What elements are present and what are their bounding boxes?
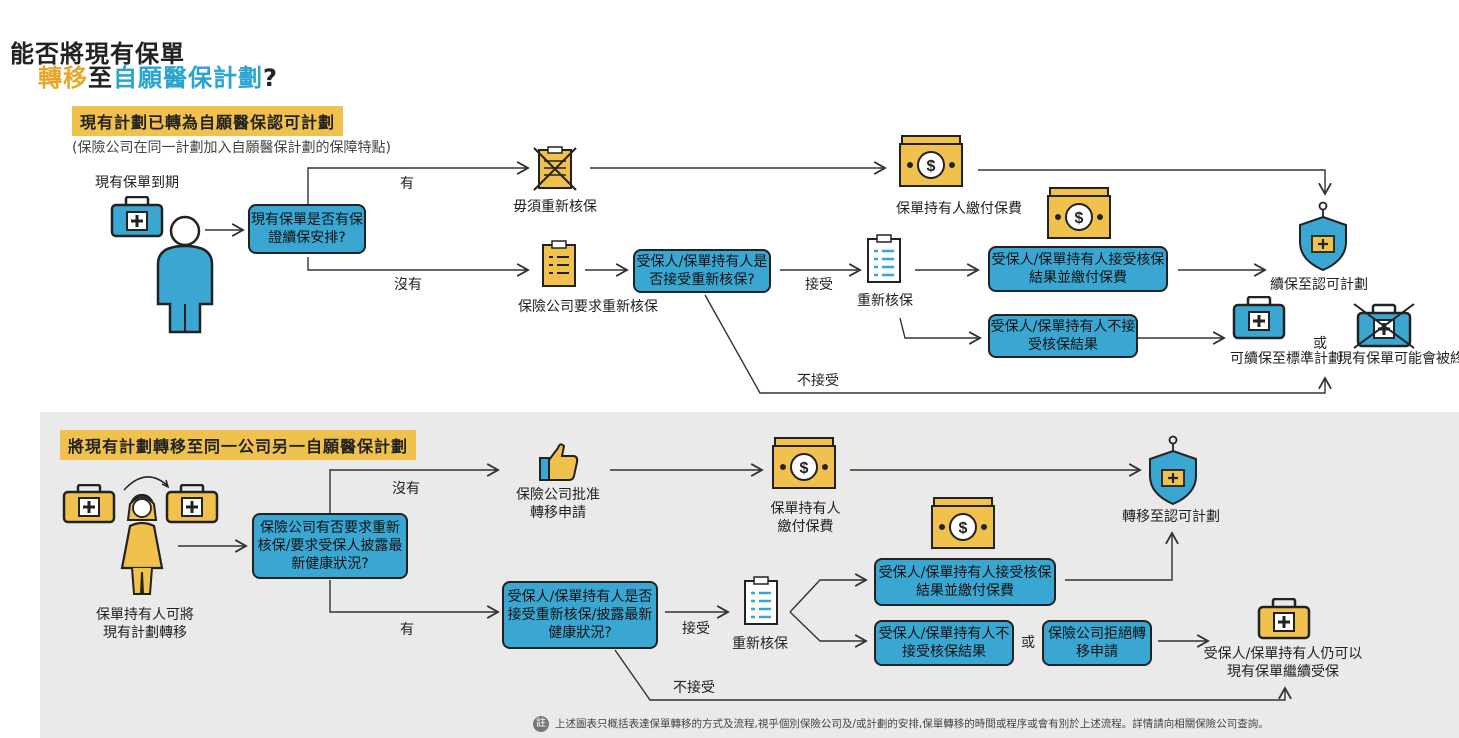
- s2-accept-question-box: 受保人/保單持有人是否接受重新核保/披露最新健康狀況?: [502, 581, 658, 649]
- s2-question-box: 保險公司有否要求重新核保/要求受保人披露最新健康狀況?: [252, 513, 408, 579]
- s1-may-terminate-label: 現有保單可能會被終止: [1338, 351, 1459, 367]
- s2-accept-label: 接受: [682, 621, 710, 637]
- note-icon: 註: [533, 716, 549, 732]
- s1-accept-label: 接受: [805, 277, 833, 293]
- title-transfer: 轉移: [38, 64, 88, 92]
- page-title-line2: 轉移至自願醫保計劃?: [38, 58, 278, 93]
- s1-no-underwriting-label: 毋須重新核保: [513, 199, 597, 215]
- s2-accept-result-box: 受保人/保單持有人接受核保結果並繳付保費: [874, 558, 1056, 606]
- page-title-line1: 能否將現有保單: [10, 40, 185, 68]
- svg-text:$: $: [927, 158, 936, 175]
- title-vhis: 自願醫保計劃: [113, 64, 263, 92]
- transfer-arrow-icon: [123, 476, 170, 491]
- money-icon-3: $: [772, 437, 836, 489]
- s1-start-label: 現有保單到期: [95, 175, 179, 191]
- clipboard-icon-3: [744, 576, 778, 625]
- no-clipboard-icon: [533, 146, 577, 191]
- section1-header: 現有計劃已轉為自願醫保認可計劃: [72, 106, 344, 136]
- s1-yes-label: 有: [400, 176, 414, 192]
- section1-subtitle: (保險公司在同一計劃加入自願醫保計劃的保障特點): [72, 140, 391, 156]
- s1-question-box: 現有保單是否有保證續保安排?: [248, 204, 366, 254]
- s2-transfer-certified-label: 轉移至認可計劃: [1122, 509, 1220, 525]
- s2-or-label: 或: [1021, 635, 1035, 651]
- s2-no-label: 沒有: [392, 481, 420, 497]
- person-icon: [156, 215, 214, 334]
- medical-kit-icon-2: [1232, 296, 1286, 340]
- s2-insurer-approves-label: 保險公司批准轉移申請: [516, 487, 600, 521]
- s1-renew-certified-label: 續保至認可計劃: [1270, 277, 1368, 293]
- s1-no-label: 沒有: [394, 277, 422, 293]
- medical-kit-icon-yellow: [62, 484, 116, 524]
- thumbs-up-icon: [539, 443, 579, 481]
- medical-kit-icon-yellow-3: [1257, 598, 1311, 640]
- s2-reject-result-box: 受保人/保單持有人不接受核保結果: [874, 620, 1014, 666]
- shield-icon-2: [1149, 435, 1197, 506]
- s1-re-underwrite-label: 重新核保: [857, 293, 913, 309]
- s1-insurer-requires-label: 保險公司要求重新核保: [518, 299, 658, 315]
- section2-header: 將現有計劃轉移至同一公司另一自願醫保計劃: [60, 430, 417, 460]
- s1-accept-question-box: 受保人/保單持有人是否接受重新核保?: [633, 249, 771, 293]
- s2-yes-label: 有: [400, 622, 414, 638]
- medical-kit-icon: [110, 196, 164, 238]
- money-icon-4: $: [931, 497, 995, 549]
- s1-or-label: 或: [1313, 336, 1327, 352]
- s1-pay-premium-label: 保單持有人繳付保費: [896, 201, 1022, 217]
- money-icon-2: $: [1047, 187, 1111, 239]
- terminated-kit-icon: [1353, 303, 1415, 349]
- s2-insurer-rejects-box: 保險公司拒絕轉移申請: [1042, 620, 1152, 666]
- title-to: 至: [88, 64, 113, 92]
- money-icon: $: [899, 135, 963, 187]
- svg-text:$: $: [1075, 210, 1084, 227]
- s1-accept-result-box: 受保人/保單持有人接受核保結果並繳付保費: [988, 246, 1168, 292]
- clipboard-icon: [542, 240, 576, 287]
- svg-text:$: $: [800, 460, 809, 477]
- s1-not-accept-label: 不接受: [797, 373, 839, 389]
- s1-renew-standard-label: 可續保至標準計劃: [1230, 351, 1342, 367]
- footnote: 註上述圖表只概括表達保單轉移的方式及流程,視乎個別保險公司及/或計劃的安排,保單…: [533, 716, 1269, 732]
- s2-continue-existing-label: 受保人/保單持有人仍可以現有保單繼續受保: [1203, 646, 1363, 680]
- clipboard-icon-2: [867, 234, 901, 283]
- shield-icon: [1299, 201, 1347, 272]
- footnote-text: 上述圖表只概括表達保單轉移的方式及流程,視乎個別保險公司及/或計劃的安排,保單轉…: [555, 718, 1269, 730]
- title-question-mark: ?: [263, 64, 278, 92]
- s1-reject-result-box: 受保人/保單持有人不接受核保結果: [988, 314, 1138, 358]
- s2-re-underwrite-label: 重新核保: [732, 636, 788, 652]
- s2-pay-premium-label: 保單持有人繳付保費: [770, 501, 841, 535]
- policyholder-icon: [120, 493, 164, 595]
- s2-start-label: 保單持有人可將現有計劃轉移: [96, 607, 194, 641]
- svg-text:$: $: [959, 520, 968, 537]
- s2-not-accept-label: 不接受: [673, 680, 715, 696]
- medical-kit-icon-yellow-2: [165, 484, 219, 524]
